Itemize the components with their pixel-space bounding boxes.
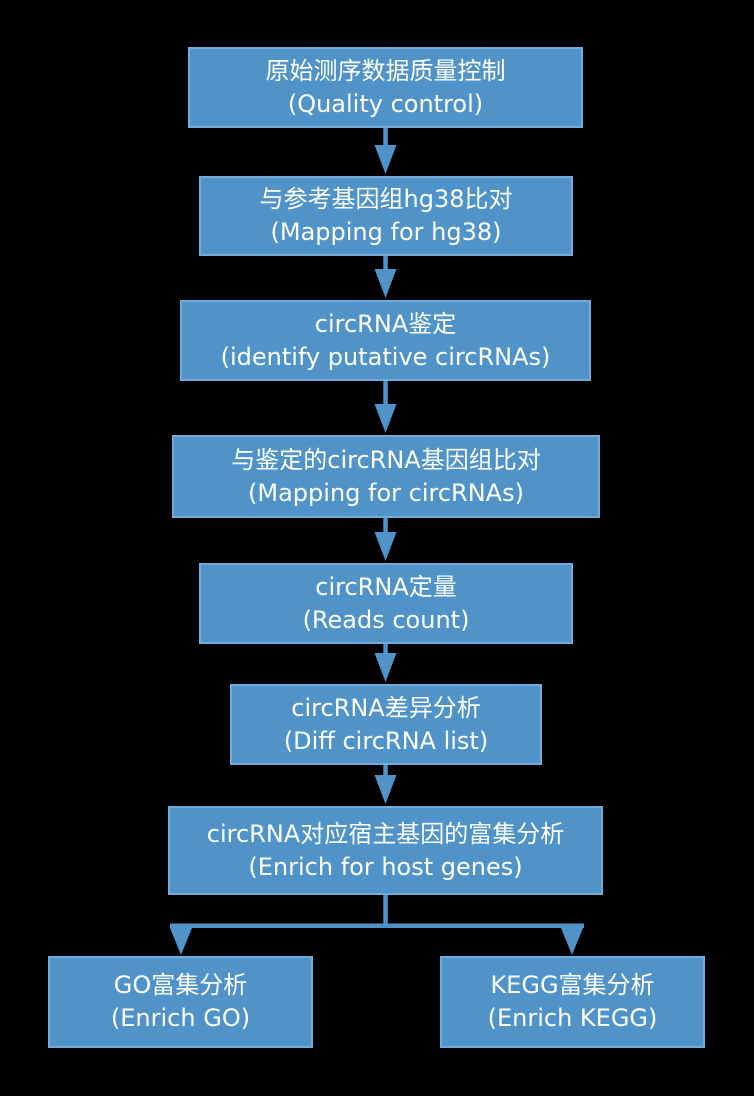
node-mapping-circrna: 与鉴定的circRNA基因组比对 (Mapping for circRNAs) — [172, 435, 600, 518]
branch-connector — [170, 895, 584, 955]
arrow-count-to-diff — [374, 644, 397, 682]
node-identify-circrna: circRNA鉴定 (identify putative circRNAs) — [180, 300, 591, 381]
node-diff-circrna-label-en: (Diff circRNA list) — [283, 726, 489, 755]
node-reads-count-label-zh: circRNA定量 — [315, 572, 457, 601]
branch-hline — [170, 923, 584, 928]
node-mapping-hg38: 与参考基因组hg38比对 (Mapping for hg38) — [199, 176, 573, 256]
node-enrich-go-label-zh: GO富集分析 — [113, 971, 248, 999]
branch-stem — [383, 895, 388, 928]
node-diff-circrna-label-zh: circRNA差异分析 — [291, 693, 481, 722]
node-identify-circrna-label-en: (identify putative circRNAs) — [220, 342, 551, 371]
node-mapping-hg38-label-en: (Mapping for hg38) — [270, 218, 502, 246]
node-enrich-kegg: KEGG富集分析 (Enrich KEGG) — [440, 956, 705, 1048]
branch-arrow-left — [170, 928, 192, 955]
node-enrich-host: circRNA对应宿主基因的富集分析 (Enrich for host gene… — [168, 806, 603, 895]
arrow-qc-to-hg38 — [374, 128, 397, 174]
node-enrich-host-label-en: (Enrich for host genes) — [248, 852, 523, 881]
node-mapping-circrna-label-en: (Mapping for circRNAs) — [248, 478, 524, 507]
node-quality-control-label-zh: 原始测序数据质量控制 — [265, 56, 506, 85]
node-mapping-circrna-label-zh: 与鉴定的circRNA基因组比对 — [231, 445, 541, 474]
branch-arrow-right — [561, 928, 583, 955]
node-reads-count: circRNA定量 (Reads count) — [199, 563, 573, 644]
node-quality-control-label-en: (Quality control) — [287, 89, 484, 118]
node-identify-circrna-label-zh: circRNA鉴定 — [314, 309, 457, 338]
node-diff-circrna: circRNA差异分析 (Diff circRNA list) — [230, 684, 542, 765]
node-enrich-kegg-label-zh: KEGG富集分析 — [490, 971, 655, 999]
arrow-identify-to-mapping — [374, 381, 397, 433]
node-enrich-kegg-label-en: (Enrich KEGG) — [487, 1004, 658, 1032]
arrow-diff-to-enrich — [374, 765, 397, 804]
node-enrich-go: GO富集分析 (Enrich GO) — [48, 956, 313, 1048]
node-enrich-host-label-zh: circRNA对应宿主基因的富集分析 — [206, 819, 565, 848]
arrow-hg38-to-identify — [374, 256, 397, 298]
node-enrich-go-label-en: (Enrich GO) — [110, 1004, 251, 1032]
node-mapping-hg38-label-zh: 与参考基因组hg38比对 — [259, 185, 513, 213]
node-reads-count-label-en: (Reads count) — [302, 605, 470, 634]
arrow-mapping-to-count — [374, 518, 397, 561]
node-quality-control: 原始测序数据质量控制 (Quality control) — [188, 47, 583, 128]
